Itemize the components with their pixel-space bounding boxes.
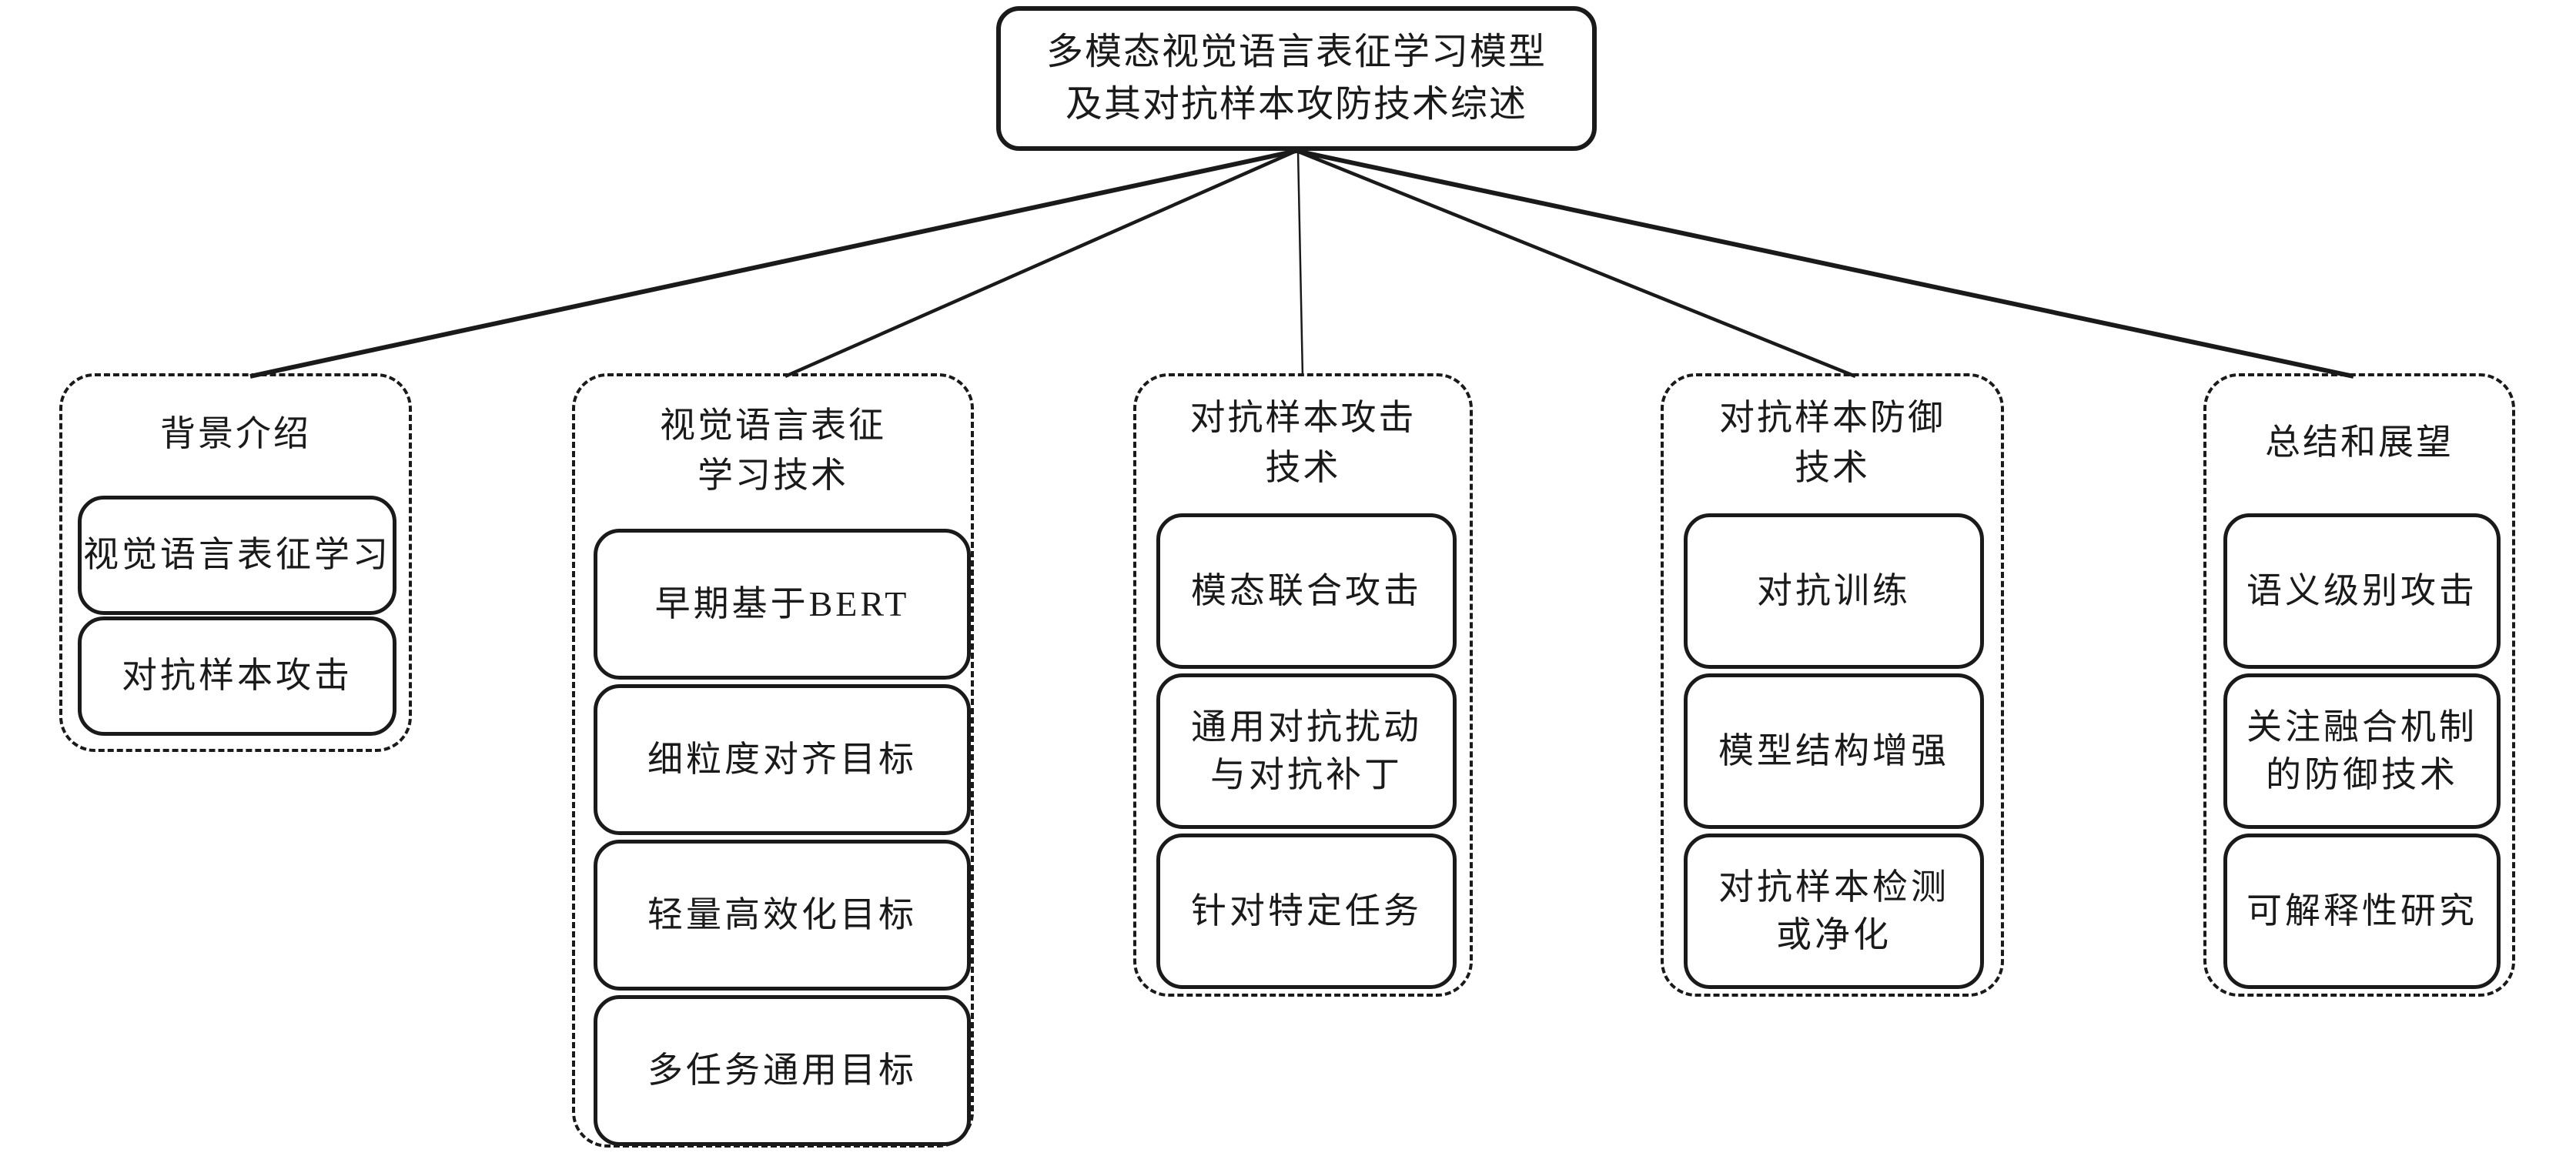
group-title: 视觉语言表征 学习技术	[660, 405, 886, 495]
group-title: 背景介绍	[160, 414, 311, 454]
root-node: 多模态视觉语言表征学习模型 及其对抗样本攻防技术综述	[996, 6, 1597, 151]
node-vl-representation-learning: 视觉语言表征学习	[78, 496, 396, 615]
node-model-structure-enhancement: 模型结构增强	[1684, 673, 1984, 829]
node-task-specific-attack: 针对特定任务	[1156, 834, 1457, 989]
connector-line-5	[1296, 149, 2354, 379]
node-modality-joint-attack: 模态联合攻击	[1156, 513, 1457, 669]
connector-line-2	[785, 149, 1297, 379]
node-interpretability-research: 可解释性研究	[2223, 834, 2501, 989]
node-lightweight-efficiency: 轻量高效化目标	[594, 840, 971, 991]
node-semantic-level-attack: 语义级别攻击	[2223, 513, 2501, 669]
group-adversarial-defense-techniques: 对抗样本防御 技术 对抗训练 模型结构增强 对抗样本检测 或净化	[1661, 373, 2004, 997]
node-fusion-mechanism-defense: 关注融合机制 的防御技术	[2223, 673, 2501, 829]
node-adversarial-example-attack: 对抗样本攻击	[78, 616, 396, 736]
node-fine-grained-alignment: 细粒度对齐目标	[594, 684, 971, 835]
connector-line-3	[1296, 150, 1304, 377]
node-early-bert-based: 早期基于BERT	[594, 529, 971, 680]
group-title: 对抗样本防御 技术	[1719, 397, 1945, 487]
group-vl-representation-learning-techniques: 视觉语言表征 学习技术 早期基于BERT 细粒度对齐目标 轻量高效化目标 多任务…	[572, 373, 974, 1148]
node-multi-task-generality: 多任务通用目标	[594, 995, 971, 1146]
node-universal-perturbation-patch: 通用对抗扰动 与对抗补丁	[1156, 673, 1457, 829]
group-background-intro: 背景介绍 视觉语言表征学习 对抗样本攻击	[59, 373, 412, 752]
connector-line-4	[1296, 149, 1856, 379]
group-summary-outlook: 总结和展望 语义级别攻击 关注融合机制 的防御技术 可解释性研究	[2203, 373, 2515, 997]
group-title: 对抗样本攻击 技术	[1189, 397, 1417, 487]
connector-line-1	[249, 149, 1297, 379]
group-adversarial-attack-techniques: 对抗样本攻击 技术 模态联合攻击 通用对抗扰动 与对抗补丁 针对特定任务	[1133, 373, 1473, 997]
node-adversarial-training: 对抗训练	[1684, 513, 1984, 669]
group-title: 总结和展望	[2265, 423, 2454, 463]
root-node-label: 多模态视觉语言表征学习模型 及其对抗样本攻防技术综述	[1045, 31, 1547, 125]
node-detection-or-purification: 对抗样本检测 或净化	[1684, 834, 1984, 989]
